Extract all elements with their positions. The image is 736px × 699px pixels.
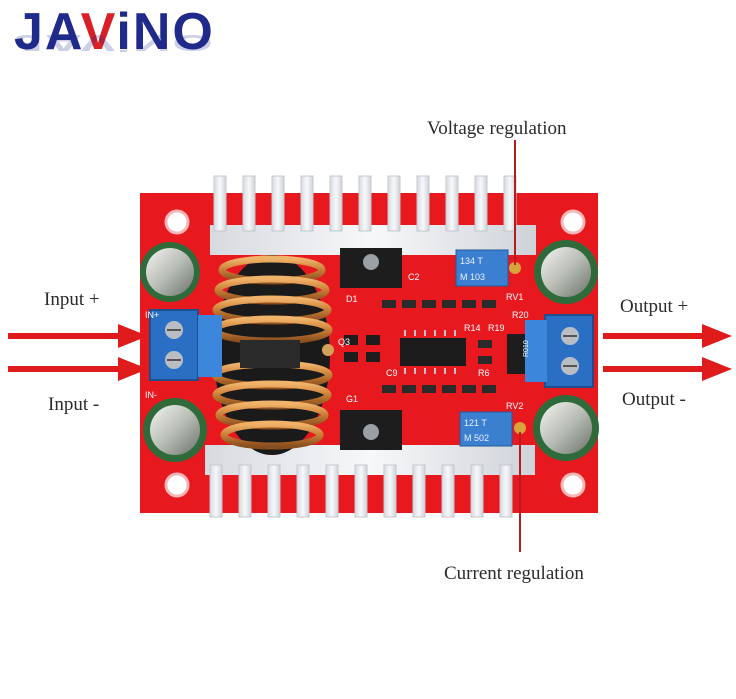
logo-text-v: V — [80, 3, 117, 61]
label-in-minus: IN- — [145, 390, 157, 400]
smd-transistors — [344, 335, 380, 362]
label-resistor-code: R010 — [523, 340, 530, 357]
mounting-hole — [164, 472, 190, 498]
label-c2: C2 — [408, 272, 420, 282]
input-minus-label: Input - — [48, 394, 100, 415]
output-terminal-block — [525, 314, 594, 388]
input-arrows — [8, 324, 148, 381]
inductor-coil — [211, 255, 334, 455]
capacitor-input-top — [140, 242, 200, 302]
control-ic — [400, 338, 466, 366]
label-pot-top-code: M 103 — [460, 272, 485, 282]
label-rv2: RV2 — [506, 401, 523, 411]
label-pot-bottom-code: M 502 — [464, 433, 489, 443]
smd-resistors — [382, 300, 496, 393]
label-r14: R14 — [464, 323, 481, 333]
capacitor-input-bottom — [143, 398, 207, 462]
label-d1: D1 — [346, 294, 358, 304]
label-q3: Q3 — [338, 337, 350, 347]
mounting-hole — [560, 209, 586, 235]
output-plus-label: Output + — [620, 296, 689, 317]
label-r20: R20 — [512, 310, 529, 320]
label-pot-bottom: 121 T — [464, 418, 487, 428]
output-minus-label: Output - — [622, 389, 686, 410]
mounting-hole — [560, 472, 586, 498]
label-g1: G1 — [346, 394, 358, 404]
label-r6: R6 — [478, 368, 490, 378]
label-pot-top: 134 T — [460, 256, 483, 266]
input-plus-label: Input + — [44, 289, 100, 310]
label-in-plus: IN+ — [145, 310, 159, 320]
label-rv1: RV1 — [506, 292, 523, 302]
label-r19: R19 — [488, 323, 505, 333]
potentiometer-voltage — [455, 249, 521, 287]
potentiometer-current — [459, 411, 526, 447]
input-terminal-block — [149, 309, 222, 381]
label-c9: C9 — [386, 368, 398, 378]
output-arrows — [603, 324, 732, 381]
mounting-hole — [164, 209, 190, 235]
logo-text-a: JA — [14, 3, 81, 61]
sense-resistor — [507, 334, 525, 374]
capacitor-output-top — [534, 240, 598, 304]
brand-logo: JAViNO — [14, 2, 215, 62]
capacitor-output-bottom — [533, 395, 599, 461]
voltage-regulation-label: Voltage regulation — [427, 118, 567, 139]
current-regulation-label: Current regulation — [444, 563, 584, 584]
logo-text-b: iNO — [116, 3, 215, 61]
